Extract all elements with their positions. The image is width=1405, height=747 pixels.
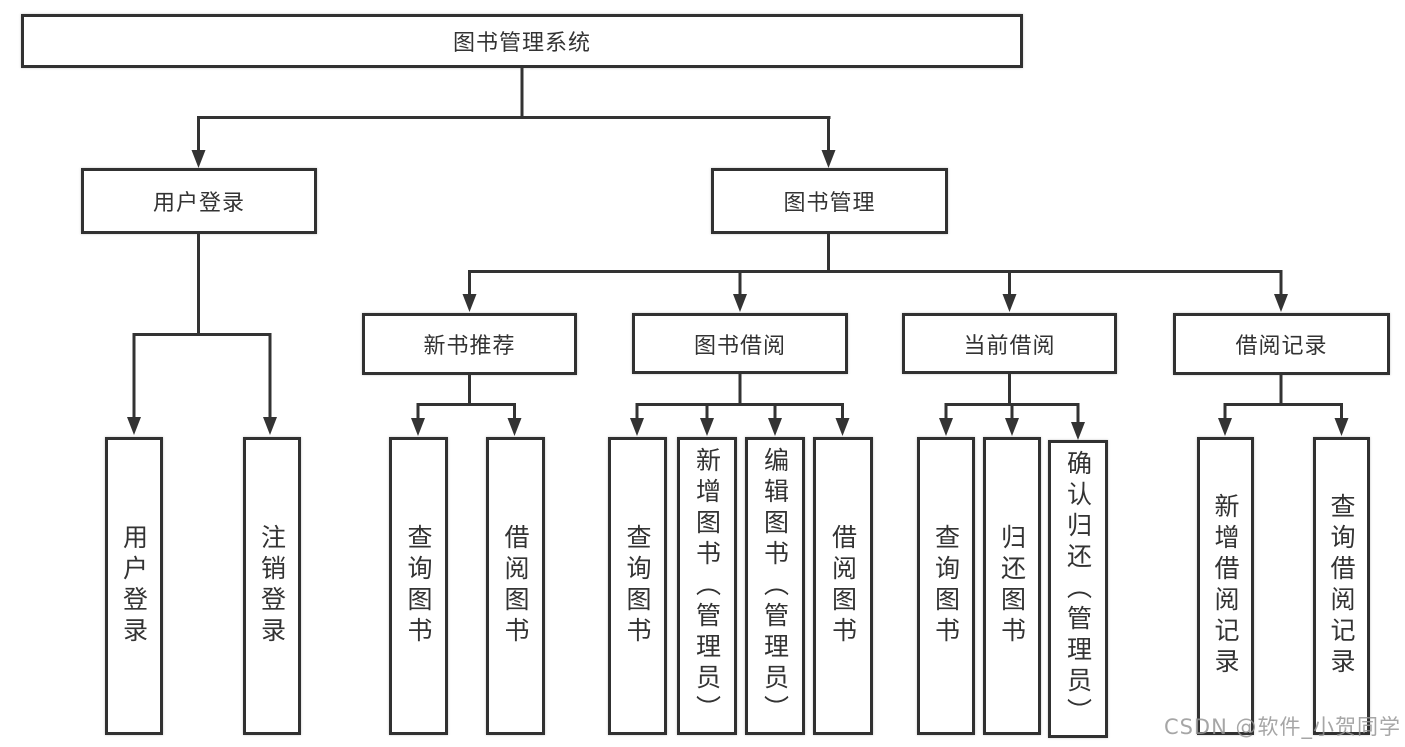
leaf-query-borrow-record: 查询借阅记录 (1313, 437, 1370, 735)
leaf-query-books-3: 查询图书 (917, 437, 975, 735)
leaf-return-book-label: 归还图书 (997, 524, 1027, 648)
leaf-add-borrow-record: 新增借阅记录 (1197, 437, 1254, 735)
node-book-borrowing-label: 图书借阅 (693, 333, 786, 359)
leaf-confirm-return-admin-label: 确认归还（管理员） (1063, 449, 1093, 729)
watermark: CSDN @软件_小贺同学 (1163, 715, 1401, 739)
node-borrowing-records: 借阅记录 (1173, 313, 1390, 375)
leaf-confirm-return-admin: 确认归还（管理员） (1048, 440, 1108, 738)
leaf-query-books-2: 查询图书 (608, 437, 667, 735)
leaf-query-books-1-label: 查询图书 (404, 524, 433, 648)
leaf-user-login: 用户登录 (105, 437, 163, 735)
node-book-borrowing: 图书借阅 (632, 313, 848, 374)
node-new-book-recommend: 新书推荐 (362, 313, 577, 375)
leaf-edit-book-admin: 编辑图书（管理员） (745, 437, 805, 735)
leaf-add-book-admin-label: 新增图书（管理员） (692, 446, 722, 726)
node-current-borrowing-label: 当前借阅 (963, 333, 1056, 359)
leaf-query-borrow-record-label: 查询借阅记录 (1327, 493, 1356, 679)
node-user-login-label: 用户登录 (152, 191, 245, 216)
leaf-query-books-3-label: 查询图书 (931, 524, 961, 648)
leaf-borrow-books-2: 借阅图书 (813, 437, 873, 735)
leaf-query-books-1: 查询图书 (389, 437, 448, 735)
leaf-borrow-books-2-label: 借阅图书 (828, 524, 858, 648)
leaf-borrow-books-1-label: 借阅图书 (501, 524, 530, 648)
node-user-login: 用户登录 (81, 168, 317, 234)
node-book-management-label: 图书管理 (783, 191, 876, 216)
node-borrowing-records-label: 借阅记录 (1235, 334, 1328, 359)
leaf-add-book-admin: 新增图书（管理员） (677, 437, 737, 735)
node-root: 图书管理系统 (21, 14, 1023, 68)
node-current-borrowing: 当前借阅 (902, 313, 1117, 374)
leaf-logout: 注销登录 (243, 437, 301, 735)
node-root-label: 图书管理系统 (452, 31, 591, 56)
leaf-borrow-books-1: 借阅图书 (486, 437, 545, 735)
node-new-book-recommend-label: 新书推荐 (423, 334, 516, 359)
leaf-return-book: 归还图书 (983, 437, 1041, 735)
leaf-edit-book-admin-label: 编辑图书（管理员） (760, 446, 790, 726)
leaf-user-login-label: 用户登录 (119, 524, 149, 648)
leaf-query-books-2-label: 查询图书 (623, 524, 652, 648)
node-book-management: 图书管理 (711, 168, 948, 234)
leaf-logout-label: 注销登录 (257, 524, 287, 648)
leaf-add-borrow-record-label: 新增借阅记录 (1211, 493, 1240, 679)
